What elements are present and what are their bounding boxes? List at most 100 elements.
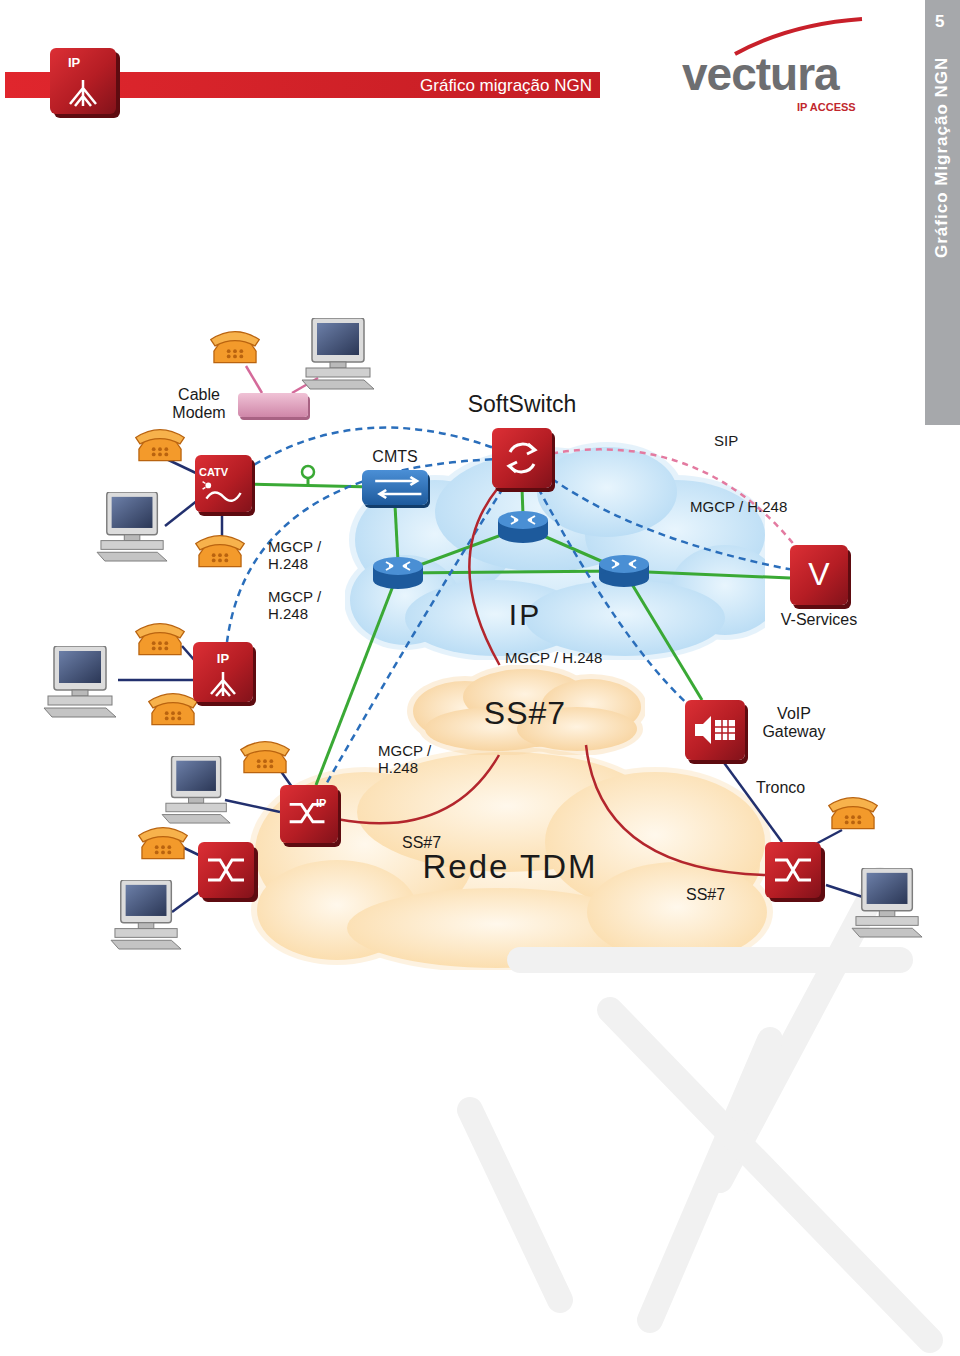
tdm-cloud: Rede TDM [245,740,775,970]
cloud-body [350,447,765,656]
graphic-part [695,716,711,744]
graphic-part [44,646,116,717]
side-title: Gráfico Migração NGN [932,57,952,258]
graphic-part [225,800,280,812]
v-services-box: VV-Services [790,545,848,605]
graphic-part [527,444,535,454]
device-icon [685,700,745,760]
connector [552,479,790,570]
node-text: IP [203,652,243,667]
graphic-part [241,742,289,773]
graphic-part [136,430,184,461]
node-text: SoftSwitch [447,391,597,417]
graphic-part [522,488,523,515]
graphic-part [765,842,825,902]
graphic-part [206,492,240,500]
catv-box: CATV [195,455,252,512]
device-icon [362,470,428,505]
routers [373,511,649,589]
protocol-label: MGCP / H.248 [268,538,334,573]
cable-modem: Cable Modem [238,393,308,417]
node-text: SS#7 [425,695,625,732]
page-title: Gráfico migração NGN [330,76,592,96]
connector [552,449,794,545]
node-text: IP [495,598,555,633]
connector [252,428,492,467]
brand-logo: vectura [682,48,839,101]
graphic-part [852,868,922,937]
device-icon [193,642,253,702]
graphic-part [470,1110,560,1300]
graphic-part [211,672,235,696]
cloud-body [413,669,641,751]
graphic-part [111,880,181,949]
connector [338,755,499,823]
protocol-label: MGCP / H.248 [268,588,334,623]
graphic-part [395,505,398,562]
node-text: VoIP Gateway [747,705,841,742]
graphic-part [136,624,184,655]
connector [538,488,685,702]
graphic-part [715,720,735,740]
graphic-part [302,318,374,389]
node-text: CATV [199,466,239,479]
ip-access-box: IP [193,642,253,702]
graphic-part [599,555,649,587]
logo-icon-text: IP [68,56,80,71]
graphic-part [610,1010,930,1340]
node-text: CMTS [356,448,434,466]
graphic-part [118,679,193,682]
side-band [925,0,960,425]
connector [227,459,492,642]
graphic-part [211,332,259,363]
graphic-part [139,828,187,859]
graphic-part [925,0,960,425]
graphic-part [198,842,258,902]
ss7-link [586,745,765,875]
watermark [470,880,930,1340]
graphic-part [498,511,548,543]
ss7-cloud: SS#7 [405,665,645,755]
graphic-part [221,512,224,536]
graphic-part [509,462,517,472]
protocol-label: MGCP / H.248 [690,498,787,515]
graphic-part [165,500,198,526]
wires [118,456,872,912]
graphic-part [829,798,877,829]
graphic-part [70,80,96,106]
graphic-part [172,890,202,912]
ip-links [308,478,790,785]
device-icon [492,428,552,488]
device-icon [280,785,338,843]
graphic-part [624,571,702,700]
graphic-part [149,694,197,725]
softswitch-box: SoftSwitch [492,428,552,488]
graphic-part [373,557,423,589]
tdm-switches [198,842,825,902]
graphic-part [375,477,421,498]
phones [136,332,877,859]
graphic-part [205,483,211,489]
computers [44,318,922,949]
cloud-halo [407,665,645,755]
graphic-part [162,756,230,823]
node-text: V [790,556,848,593]
cmts-switch: CMTS [362,470,428,505]
graphic-part [97,492,167,561]
signal-label: SS#7 [686,886,725,904]
signal-label: SS#7 [402,834,441,852]
connector [326,488,504,785]
graphic-part [246,366,262,393]
tap-circle [302,466,314,478]
cloud-halo [345,442,765,660]
brand-tagline: IP ACCESS [797,101,856,114]
protocol-label: MGCP / H.248 [378,742,444,777]
node-text: V-Services [762,611,876,629]
media-gateway-box: IP [280,785,338,843]
graphic-part [196,536,244,567]
device-icon [195,455,252,512]
header-bar [5,19,862,118]
graphic-part [203,482,206,490]
